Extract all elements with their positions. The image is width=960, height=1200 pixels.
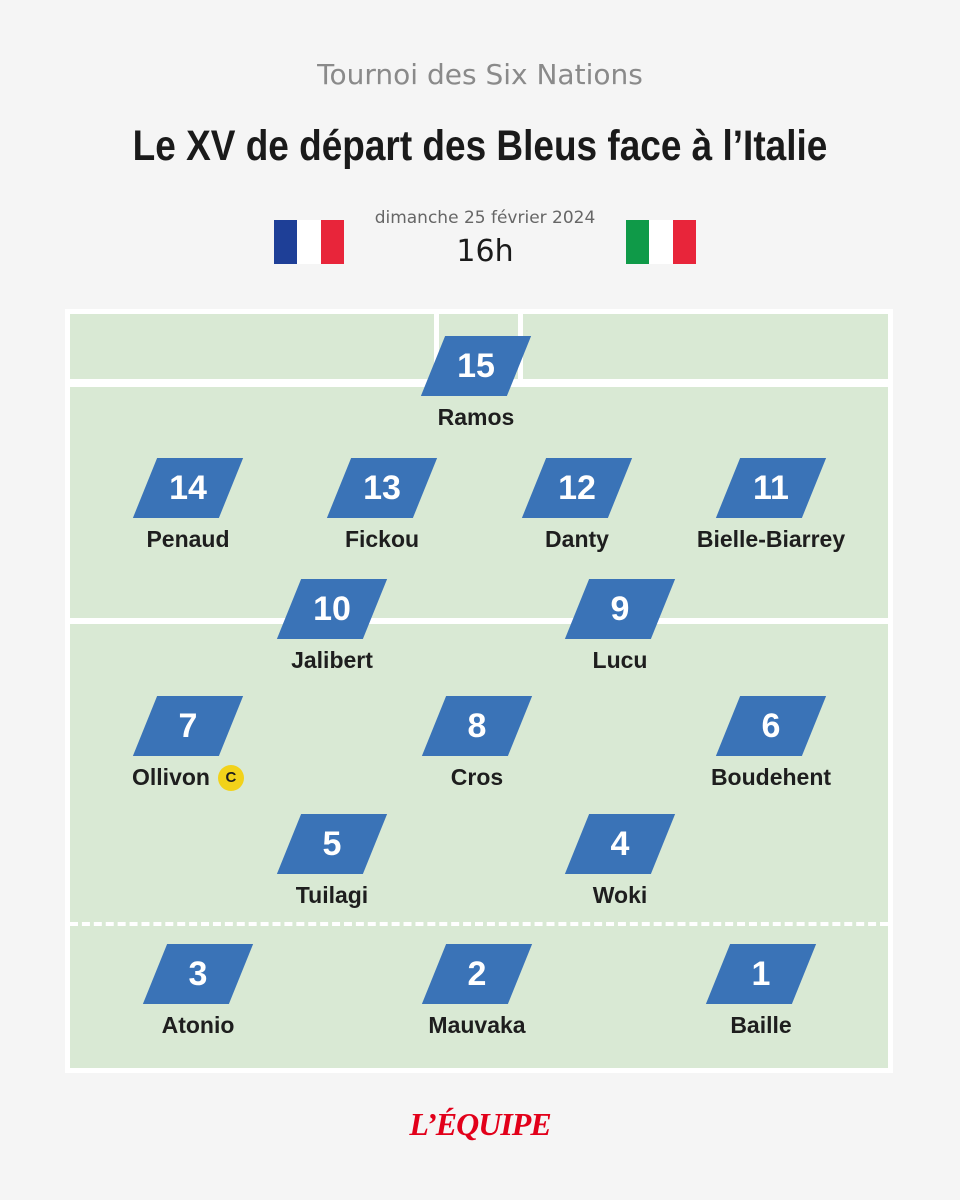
player-11: 11 Bielle-Biarrey xyxy=(661,458,881,553)
italy-flag-icon xyxy=(626,220,696,264)
player-name: Ramos xyxy=(437,404,515,430)
player-5: 5 Tuilagi xyxy=(222,814,442,909)
player-name: Boudehent xyxy=(710,764,832,790)
player-name: Woki xyxy=(592,882,648,908)
jersey-number-badge: 3 xyxy=(142,944,254,1004)
france-flag-icon xyxy=(274,220,344,264)
player-name: Tuilagi xyxy=(295,882,369,908)
match-date: dimanche 25 février 2024 xyxy=(374,208,596,228)
player-6: 6 Boudehent xyxy=(661,696,881,791)
player-name: Penaud xyxy=(146,526,230,552)
competition-label: Tournoi des Six Nations xyxy=(317,58,643,91)
player-12: 12 Danty xyxy=(467,458,687,553)
player-14: 14 Penaud xyxy=(78,458,298,553)
jersey-number-badge: 7 xyxy=(132,696,244,756)
jersey-number-badge: 15 xyxy=(420,336,532,396)
in-goal-left-zone xyxy=(70,314,434,379)
jersey-number-badge: 13 xyxy=(326,458,438,518)
page-title: Le XV de départ des Bleus face à l’Itali… xyxy=(132,122,828,170)
player-9: 9 Lucu xyxy=(510,579,730,674)
match-time: 16h xyxy=(456,234,514,269)
jersey-number-badge: 6 xyxy=(715,696,827,756)
player-name: Mauvaka xyxy=(428,1012,526,1038)
jersey-number-badge: 5 xyxy=(276,814,388,874)
jersey-number-badge: 4 xyxy=(564,814,676,874)
captain-badge-icon: C xyxy=(217,764,244,791)
player-name: Cros xyxy=(450,764,504,790)
player-name: Jalibert xyxy=(291,647,373,673)
player-name: Bielle-Biarrey xyxy=(696,526,846,552)
player-name: Baille xyxy=(730,1012,792,1038)
player-1: 1 Baille xyxy=(651,944,871,1039)
player-3: 3 Atonio xyxy=(88,944,308,1039)
jersey-number-badge: 14 xyxy=(132,458,244,518)
front-row-divider xyxy=(70,922,888,926)
player-15: 15 Ramos xyxy=(366,336,586,431)
player-13: 13 Fickou xyxy=(272,458,492,553)
jersey-number-badge: 9 xyxy=(564,579,676,639)
jersey-number-badge: 12 xyxy=(521,458,633,518)
player-10: 10 Jalibert xyxy=(222,579,442,674)
jersey-number-badge: 10 xyxy=(276,579,388,639)
player-2: 2 Mauvaka xyxy=(367,944,587,1039)
jersey-number-badge: 2 xyxy=(421,944,533,1004)
lequipe-logo: L’ÉQUIPE xyxy=(409,1106,551,1142)
player-name: Lucu xyxy=(592,647,648,673)
player-4: 4 Woki xyxy=(510,814,730,909)
jersey-number-badge: 11 xyxy=(715,458,827,518)
player-name: Fickou xyxy=(344,526,420,552)
player-8: 8 Cros xyxy=(367,696,587,791)
player-name: Danty xyxy=(545,526,609,552)
jersey-number-badge: 1 xyxy=(705,944,817,1004)
in-goal-right-zone xyxy=(523,314,888,379)
jersey-number-badge: 8 xyxy=(421,696,533,756)
player-name: Atonio xyxy=(161,1012,235,1038)
